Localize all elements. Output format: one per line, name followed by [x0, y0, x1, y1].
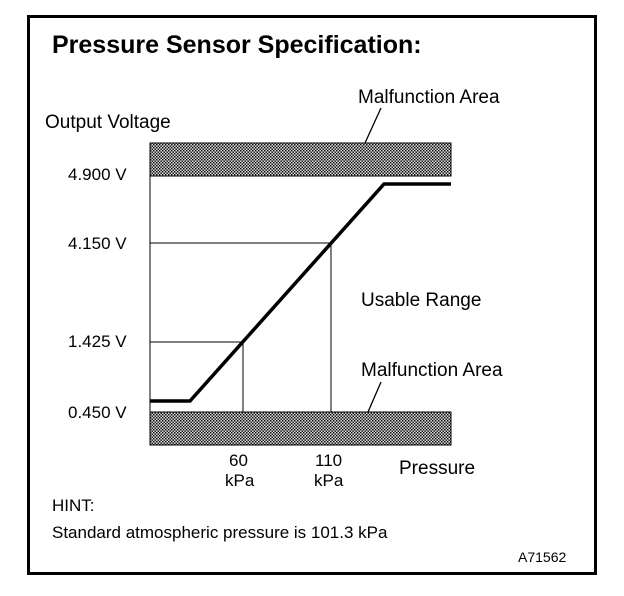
lower-malfunction-band — [149, 411, 452, 446]
figure-frame — [27, 15, 597, 575]
x-tick-unit: kPa — [314, 471, 344, 490]
x-tick-label: 60 — [229, 451, 248, 470]
lower-malfunction-label: Malfunction Area — [361, 360, 503, 381]
y-tick-label: 4.150 V — [68, 234, 127, 253]
y-axis-label: Output Voltage — [45, 112, 171, 133]
figure-title: Pressure Sensor Specification: — [52, 31, 422, 59]
usable-range-label: Usable Range — [361, 290, 482, 311]
y-tick-label: 0.450 V — [68, 403, 127, 422]
hint-text: Standard atmospheric pressure is 101.3 k… — [52, 523, 388, 542]
upper-malfunction-band — [149, 142, 452, 177]
lower-area-leader — [367, 381, 382, 413]
figure-code: A71562 — [518, 549, 567, 565]
x-axis-label: Pressure — [399, 458, 476, 479]
x-tick-unit: kPa — [225, 471, 255, 490]
y-tick-label: 1.425 V — [68, 332, 127, 351]
sensor-output-line — [150, 182, 451, 403]
upper-malfunction-label: Malfunction Area — [358, 87, 500, 108]
upper-area-leader — [364, 107, 382, 144]
y-tick-label: 4.900 V — [68, 165, 127, 184]
x-tick-label: 110 — [315, 451, 343, 470]
hint-heading: HINT: — [52, 496, 95, 515]
